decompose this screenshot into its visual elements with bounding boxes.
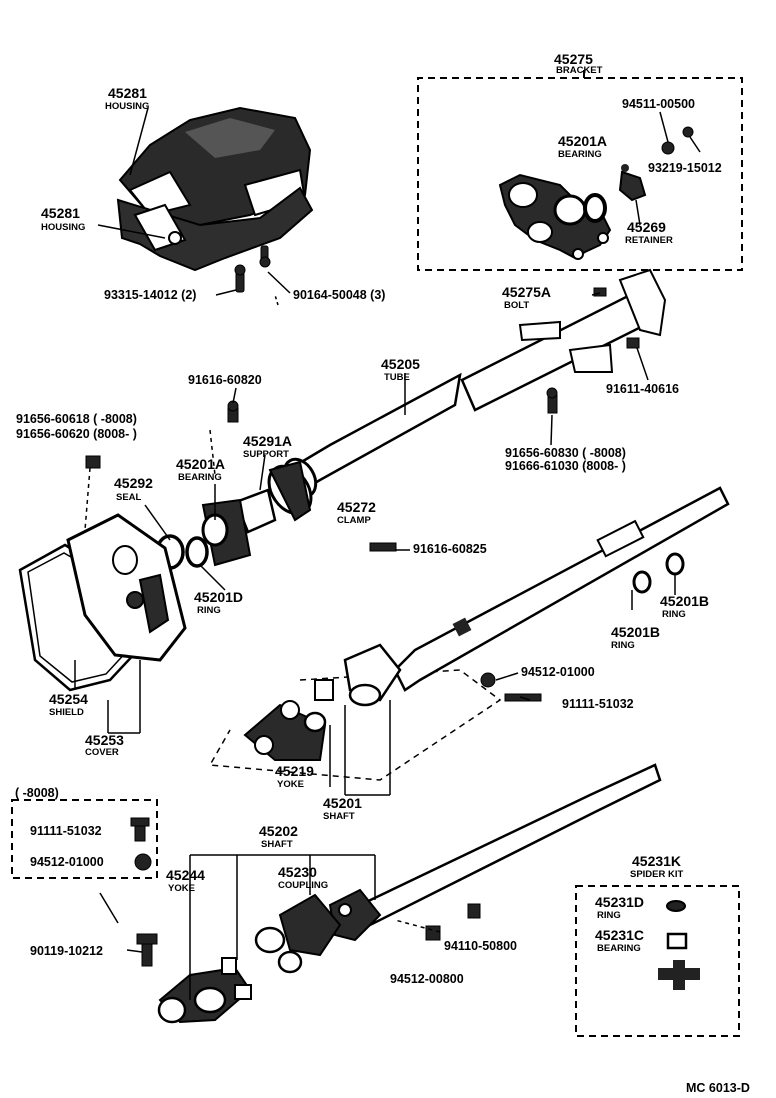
nut-94511-number: 94511-00500 bbox=[622, 97, 695, 111]
bearing-45201A-mid-name: BEARING bbox=[178, 472, 222, 483]
bolt-91111-51032-number: 91111-51032 bbox=[562, 697, 634, 711]
ring-45201D-name: RING bbox=[197, 605, 221, 616]
box-bolt-91111-number: 91111-51032 bbox=[30, 824, 102, 838]
cover-45253-number: 45253 bbox=[85, 732, 124, 748]
bolt-90164-number: 90164-50048 (3) bbox=[293, 288, 385, 302]
yoke-45244-number: 45244 bbox=[166, 867, 205, 883]
bearing-45231C-number: 45231C bbox=[595, 927, 644, 943]
bearing-45201A-mid-number: 45201A bbox=[176, 456, 225, 472]
housing-upper-part bbox=[118, 106, 312, 227]
clamp-45272-name: CLAMP bbox=[337, 515, 371, 526]
ring-45201B-right-number: 45201B bbox=[660, 593, 709, 609]
shaft-45201-name: SHAFT bbox=[323, 811, 355, 822]
nut-94110-number: 94110-50800 bbox=[444, 939, 517, 953]
intermediate-shaft bbox=[254, 763, 662, 974]
cover-45253-name: COVER bbox=[85, 747, 119, 758]
production-range-box bbox=[11, 799, 158, 879]
ring-45201D-number: 45201D bbox=[194, 589, 243, 605]
column-cover-and-shield bbox=[18, 513, 187, 692]
screw-93315-number: 93315-14012 (2) bbox=[104, 288, 196, 302]
box-nut-94512-number: 94512-01000 bbox=[30, 855, 104, 869]
housing-top-name: HOUSING bbox=[105, 101, 149, 112]
spider-kit-parts bbox=[658, 900, 700, 990]
ring-45231D-name: RING bbox=[597, 910, 621, 921]
bolt-45275A-number: 45275A bbox=[502, 284, 551, 300]
bolt-91666-61030-number: 91666-61030 (8008- ) bbox=[505, 459, 626, 473]
bolt-91656-60830-number: 91656-60830 ( -8008) bbox=[505, 446, 626, 460]
column-support-clamp bbox=[155, 460, 313, 570]
spider-kit-name: SPIDER KIT bbox=[630, 869, 684, 880]
housing-screws bbox=[234, 245, 271, 293]
bolt-91616-60820-number: 91616-60820 bbox=[188, 373, 262, 387]
bolt-91656-60620-number: 91656-60620 (8008- ) bbox=[16, 427, 137, 441]
housing-left-name: HOUSING bbox=[41, 222, 85, 233]
shaft-45202-number: 45202 bbox=[259, 823, 298, 839]
shield-45254-number: 45254 bbox=[49, 691, 88, 707]
bolt-91616-60825-number: 91616-60825 bbox=[413, 542, 487, 556]
retainer-45269-number: 45269 bbox=[627, 219, 666, 235]
bracket-nut-and-screw bbox=[661, 126, 694, 155]
screw-93219-number: 93219-15012 bbox=[648, 161, 722, 175]
housing-top-number: 45281 bbox=[108, 85, 147, 101]
column-tube bbox=[282, 268, 667, 499]
shaft-45201-number: 45201 bbox=[323, 795, 362, 811]
bolt-90119-number: 90119-10212 bbox=[30, 944, 103, 958]
yoke-45244-name: YOKE bbox=[168, 883, 195, 894]
ring-45201B-mid-name: RING bbox=[611, 640, 635, 651]
lower-yoke-45244 bbox=[157, 957, 252, 1024]
ring-45201B-mid-number: 45201B bbox=[611, 624, 660, 640]
bearing-45231C-name: BEARING bbox=[597, 943, 641, 954]
bracket-assembly-box bbox=[417, 70, 743, 271]
shield-45254-name: SHIELD bbox=[49, 707, 84, 718]
nut-94512-00800-number: 94512-00800 bbox=[390, 972, 464, 986]
support-45291A-number: 45291A bbox=[243, 433, 292, 449]
clamp-45272-number: 45272 bbox=[337, 499, 376, 515]
leader-lines bbox=[97, 107, 291, 306]
seal-45292-number: 45292 bbox=[114, 475, 153, 491]
retainer-45269-name: RETAINER bbox=[625, 235, 673, 246]
yoke-45219 bbox=[243, 679, 334, 761]
coupling-45230-number: 45230 bbox=[278, 864, 317, 880]
spider-kit-number: 45231K bbox=[632, 853, 681, 869]
bearing-45201A-top-number: 45201A bbox=[558, 133, 607, 149]
tube-45205-name: TUBE bbox=[384, 372, 410, 383]
yoke-45219-number: 45219 bbox=[275, 763, 314, 779]
figure-code: MC 6013-D bbox=[686, 1081, 750, 1095]
bracket-name: BRACKET bbox=[556, 65, 603, 76]
bracket-leader-lines bbox=[635, 111, 701, 226]
tube-45205-number: 45205 bbox=[381, 356, 420, 372]
bracket-number: 45275 bbox=[554, 51, 593, 67]
nut-94512-01000-number: 94512-01000 bbox=[521, 665, 595, 679]
housing-left-number: 45281 bbox=[41, 205, 80, 221]
main-steering-shaft bbox=[343, 486, 730, 707]
seal-45292-name: SEAL bbox=[116, 492, 142, 503]
bracket-bearing-housing bbox=[498, 173, 612, 260]
bolt-91611-number: 91611-40616 bbox=[606, 382, 679, 396]
support-45291A-name: SUPPORT bbox=[243, 449, 289, 460]
part-leader-lines bbox=[74, 292, 676, 1000]
production-range-text: ( -8008) bbox=[15, 786, 59, 800]
bearing-45201A-top-name: BEARING bbox=[558, 149, 602, 160]
bolt-45275A-name: BOLT bbox=[504, 300, 529, 311]
coupling-45230-name: COUPLING bbox=[278, 880, 328, 891]
ring-45231D-number: 45231D bbox=[595, 894, 644, 910]
retainer-part bbox=[618, 164, 647, 202]
tube-bolts bbox=[85, 287, 640, 552]
labels: 45275 BRACKET 45281 HOUSING 45281 HOUSIN… bbox=[15, 51, 750, 1095]
housing-lower-part bbox=[116, 186, 314, 272]
bolt-91656-60618-number: 91656-60618 ( -8008) bbox=[16, 412, 137, 426]
yoke-45219-name: YOKE bbox=[277, 779, 304, 790]
ring-45201B-right-name: RING bbox=[662, 609, 686, 620]
shaft-45202-name: SHAFT bbox=[261, 839, 293, 850]
